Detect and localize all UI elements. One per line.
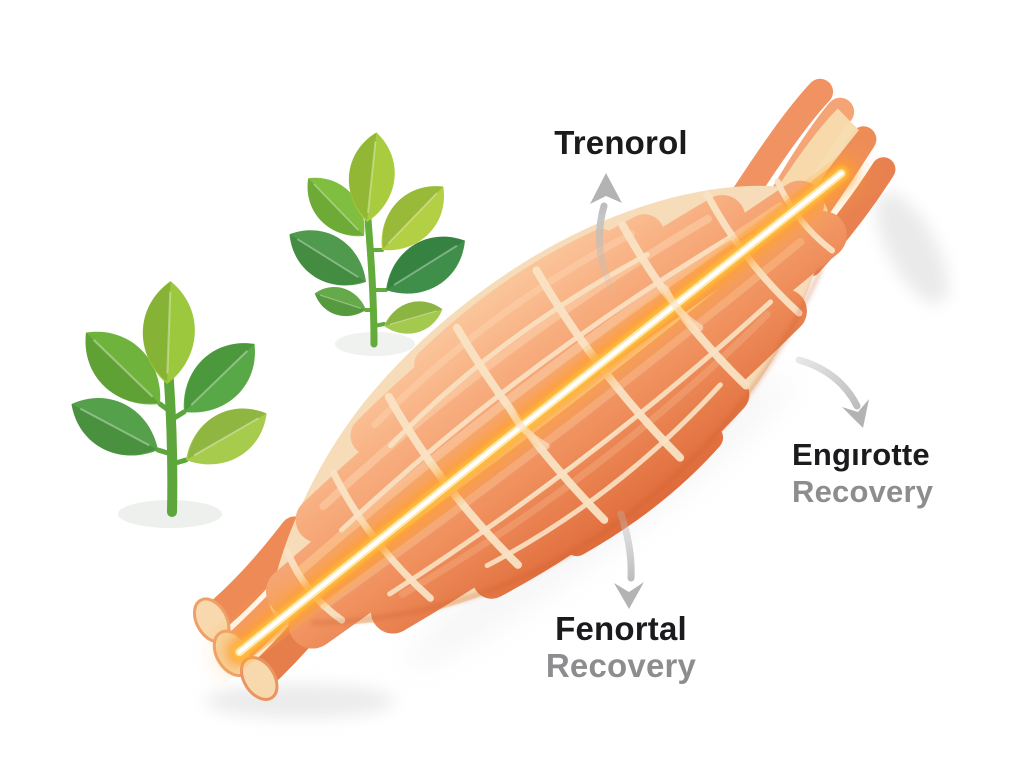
muscle-edge-shading xyxy=(311,267,824,626)
curved-arrow-down-icon xyxy=(614,510,644,609)
label-engirotte-title: Engırotte xyxy=(792,437,930,472)
muscle-illustration xyxy=(192,78,896,701)
label-engirotte: Engırotte Recovery xyxy=(792,436,933,510)
label-fenortal-subtitle: Recovery xyxy=(545,647,697,684)
plant-large-icon xyxy=(58,279,280,528)
curved-arrow-up-icon xyxy=(590,173,622,298)
label-trenorol: Trenorol xyxy=(546,124,696,162)
curved-arrow-down-right-icon xyxy=(795,356,869,428)
glow-line xyxy=(216,150,865,676)
label-fenortal-title: Fenortal xyxy=(555,610,687,647)
plant-small-icon xyxy=(276,129,479,356)
label-engirotte-subtitle: Recovery xyxy=(792,474,934,509)
label-fenortal: Fenortal Recovery xyxy=(521,610,721,684)
fascia-bands-over-glow xyxy=(505,285,704,450)
annotation-arrows xyxy=(590,173,869,609)
label-trenorol-title: Trenorol xyxy=(554,124,688,161)
